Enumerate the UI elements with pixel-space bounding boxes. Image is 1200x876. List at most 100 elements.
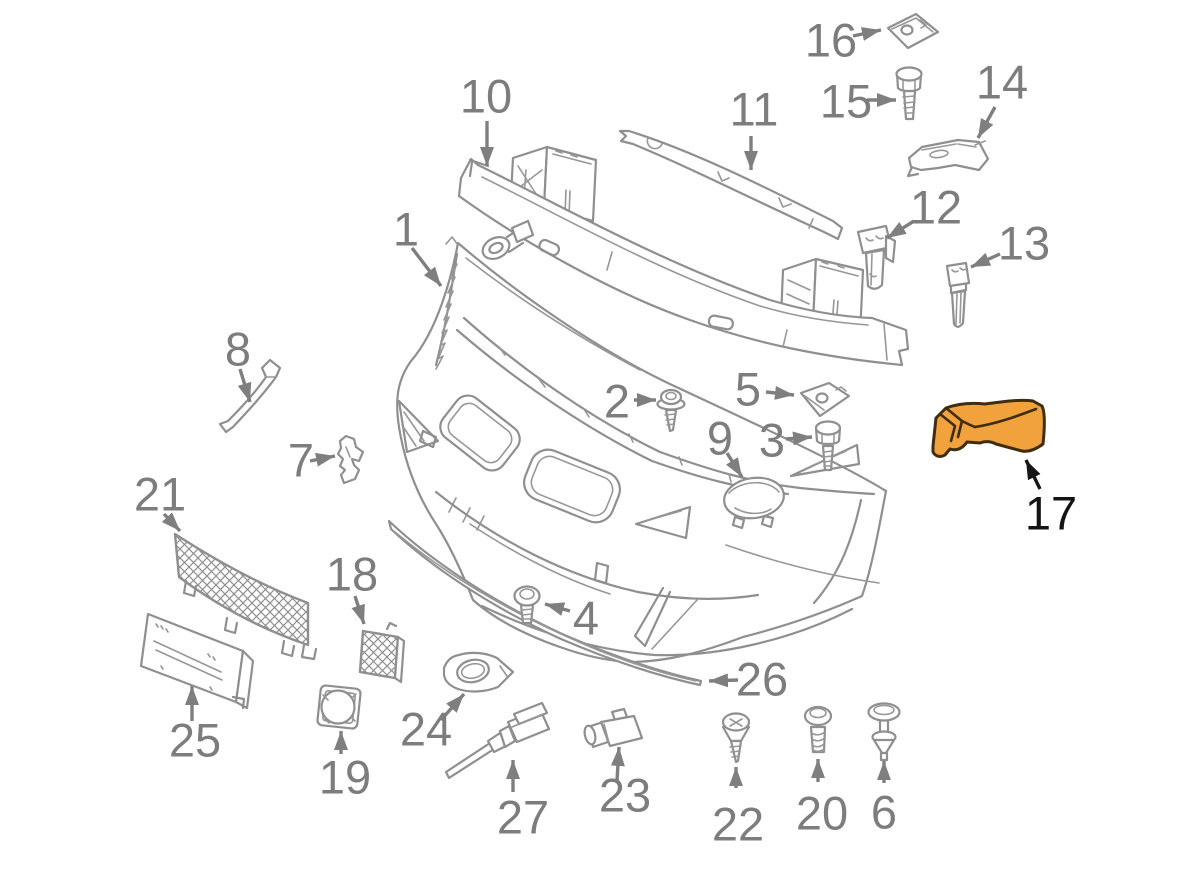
part-1-bumper-cover-rect-10: [447, 402, 513, 464]
part-10-carrier-beam-path-17: [606, 251, 788, 348]
label-21: 21: [134, 468, 186, 521]
part-3-hex-bolt: [814, 420, 842, 472]
part-5-clip-plate-path-1: [799, 381, 851, 418]
part-2-screw-ellipse-4: [659, 388, 683, 406]
label-1: 1: [393, 203, 419, 256]
part-16-bracket-plate: [886, 12, 940, 50]
part-17-air-duct-highlighted-path-1: [931, 398, 1046, 458]
labels-layer: 1 2 3 4 5 6 7 8 9 10 11 12 13 14 15 16 1…: [134, 14, 1077, 851]
part-24-washer-cover: [442, 651, 515, 693]
part-12-bracket-path-4: [864, 248, 886, 290]
part-1-bumper-cover-path-21: [434, 490, 760, 600]
arrow-5: [765, 386, 795, 400]
part-13-absorber-path-2: [951, 267, 967, 273]
part-1-bumper-cover-path-6: [462, 316, 876, 496]
part-13-absorber: [945, 261, 971, 328]
label-16: 16: [805, 14, 857, 67]
part-24-washer-cover-ellipse-2: [456, 658, 490, 684]
part-1-bumper-cover-path-15: [418, 429, 438, 449]
part-5-clip-plate-path-4: [835, 386, 847, 392]
part-27-temp-sensor-path-1: [444, 741, 496, 780]
part-14-bracket-path-2: [921, 143, 977, 151]
part-20-screw-ellipse-3: [803, 705, 833, 727]
part-4-screw-ellipse-4: [519, 588, 535, 600]
part-27-temp-sensor: [444, 701, 551, 780]
arrow-17: [1024, 459, 1042, 490]
part-10-carrier-beam: [457, 145, 910, 367]
part-14-bracket-path-1: [907, 138, 990, 172]
arrow-14: [976, 106, 997, 139]
part-1-bumper-cover-rect-9: [439, 394, 521, 472]
part-21-mesh-grille-path-1: [173, 532, 310, 647]
part-22-screw: [721, 712, 751, 764]
part-18-small-mesh-path-3: [385, 621, 398, 631]
label-2: 2: [604, 375, 630, 428]
part-27-temp-sensor-path-5: [512, 701, 549, 726]
part-18-small-mesh: [358, 621, 406, 684]
part-12-bracket: [856, 224, 897, 290]
part-4-screw: [513, 585, 541, 625]
part-15-hex-bolt-ellipse-4: [895, 66, 923, 82]
label-27: 27: [497, 791, 549, 844]
label-11: 11: [730, 83, 779, 136]
part-9-tow-hook-cover-path-2: [728, 481, 780, 494]
part-2-screw-path-2: [664, 413, 677, 426]
arrow-13: [970, 252, 1001, 269]
part-1-bumper-cover-path-28: [725, 544, 880, 584]
part-16-bracket-plate-path-4: [919, 19, 927, 29]
part-20-screw: [803, 705, 833, 754]
part-9-tow-hook-cover-path-4: [731, 514, 775, 530]
part-12-bracket-path-3: [884, 234, 897, 264]
part-10-carrier-beam-path-13: [883, 323, 888, 361]
part-2-screw: [656, 388, 686, 433]
part-1-bumper-cover-path-18: [644, 510, 682, 522]
part-5-clip-plate-ellipse-3: [815, 392, 829, 404]
part-14-bracket: [906, 138, 990, 178]
part-25-plate-filler: [139, 612, 255, 710]
part-5-clip-plate: [799, 381, 851, 418]
part-1-bumper-cover-path-22: [469, 523, 611, 595]
label-5: 5: [735, 363, 761, 416]
part-12-bracket-path-5: [869, 253, 877, 286]
part-6-rivet-ellipse-3: [873, 704, 895, 716]
part-18-small-mesh-path-1: [358, 629, 400, 680]
part-25-plate-filler-path-4: [155, 623, 216, 691]
part-1-bumper-cover-path-26: [651, 599, 698, 650]
arrow-23: [610, 746, 625, 782]
part-1-bumper-cover-path-8: [498, 346, 777, 493]
part-1-bumper-cover-rect-12: [530, 455, 614, 517]
part-1-bumper-cover-path-27: [812, 498, 863, 605]
part-10-carrier-beam-path-3: [542, 145, 598, 223]
label-7: 7: [288, 434, 314, 487]
part-25-plate-filler-path-2: [234, 649, 255, 710]
part-10-carrier-beam-ellipse-18: [481, 236, 511, 260]
part-1-bumper-cover-path-23: [480, 604, 854, 657]
part-21-mesh-grille: [173, 532, 318, 661]
arrow-18: [351, 595, 366, 625]
label-23: 23: [599, 769, 651, 822]
part-12-bracket-path-2: [865, 235, 884, 242]
part-1-bumper-cover-path-24: [593, 561, 610, 585]
label-3: 3: [759, 414, 785, 467]
part-1-bumper-cover-rect-11: [523, 448, 621, 524]
part-19-foglamp-frame-circle-3: [320, 689, 356, 725]
part-7-bracket: [336, 434, 365, 485]
part-17-air-duct-highlighted-path-4: [938, 412, 957, 443]
part-13-absorber-path-1: [945, 261, 971, 288]
label-22: 22: [712, 798, 764, 851]
part-17-air-duct-highlighted-path-3: [973, 407, 1038, 429]
part-15-hex-bolt: [895, 66, 923, 121]
label-15: 15: [820, 75, 872, 128]
part-23-pdc-sensor-path-4: [599, 714, 644, 748]
label-18: 18: [326, 548, 378, 601]
arrow-26: [708, 673, 739, 688]
part-10-carrier-beam-path-21: [510, 219, 535, 244]
part-9-tow-hook-cover: [723, 476, 785, 530]
part-11-cover-strip-path-1: [618, 129, 844, 241]
part-1-bumper-cover: [396, 236, 888, 664]
part-6-rivet: [867, 702, 901, 762]
part-5-clip-plate-path-2: [804, 395, 825, 411]
part-7-bracket-path-2: [345, 446, 351, 458]
label-13: 13: [998, 217, 1050, 270]
